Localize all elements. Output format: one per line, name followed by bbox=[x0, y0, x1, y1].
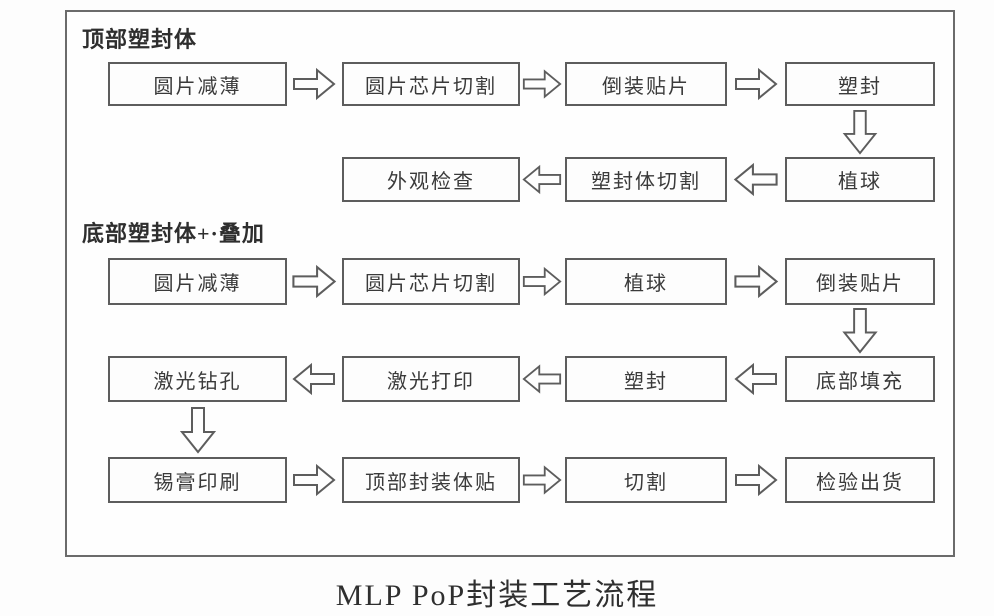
arrow-left-icon bbox=[733, 362, 779, 396]
step-bottom-molding: 塑封 bbox=[565, 356, 727, 402]
step-top-ball-mount: 植球 bbox=[785, 157, 935, 202]
arrow-right-icon bbox=[291, 264, 337, 299]
arrow-down-icon bbox=[180, 405, 216, 455]
section-title-top: 顶部塑封体 bbox=[82, 27, 198, 52]
arrow-right-icon bbox=[522, 463, 562, 497]
arrow-down-icon bbox=[842, 109, 878, 155]
arrow-right-icon bbox=[291, 67, 337, 101]
arrow-left-icon bbox=[733, 162, 779, 197]
step-bottom-underfill: 底部填充 bbox=[785, 356, 935, 402]
diagram-caption: MLP PoP封装工艺流程 bbox=[335, 579, 659, 612]
arrow-right-icon bbox=[291, 463, 337, 497]
arrow-left-icon bbox=[522, 362, 562, 396]
step-top-molding: 塑封 bbox=[785, 62, 935, 106]
step-top-flip-chip-attach: 倒装贴片 bbox=[565, 62, 727, 106]
arrow-right-icon bbox=[733, 463, 779, 497]
arrow-down-icon bbox=[842, 307, 878, 354]
arrow-right-icon bbox=[733, 67, 779, 101]
section-title-bottom: 底部塑封体+·叠加 bbox=[82, 221, 265, 246]
step-top-mold-cutting: 塑封体切割 bbox=[565, 157, 727, 202]
arrow-left-icon bbox=[522, 162, 562, 197]
step-bottom-solder-paste-printing: 锡膏印刷 bbox=[108, 457, 287, 503]
step-bottom-laser-drilling: 激光钻孔 bbox=[108, 356, 287, 402]
step-top-wafer-die-saw: 圆片芯片切割 bbox=[342, 62, 520, 106]
step-bottom-wafer-die-saw: 圆片芯片切割 bbox=[342, 258, 520, 305]
arrow-left-icon bbox=[291, 362, 337, 396]
step-bottom-singulation: 切割 bbox=[565, 457, 727, 503]
step-bottom-wafer-thinning: 圆片减薄 bbox=[108, 258, 287, 305]
arrow-right-icon bbox=[733, 264, 779, 299]
step-bottom-top-package-attach: 顶部封装体贴 bbox=[342, 457, 520, 503]
arrow-right-icon bbox=[522, 67, 562, 101]
step-top-wafer-thinning: 圆片减薄 bbox=[108, 62, 287, 106]
step-bottom-final-inspection-shipping: 检验出货 bbox=[785, 457, 935, 503]
step-top-visual-inspection: 外观检查 bbox=[342, 157, 520, 202]
arrow-right-icon bbox=[522, 264, 562, 299]
step-bottom-laser-marking: 激光打印 bbox=[342, 356, 520, 402]
step-bottom-ball-mount: 植球 bbox=[565, 258, 727, 305]
step-bottom-flip-chip-attach: 倒装贴片 bbox=[785, 258, 935, 305]
